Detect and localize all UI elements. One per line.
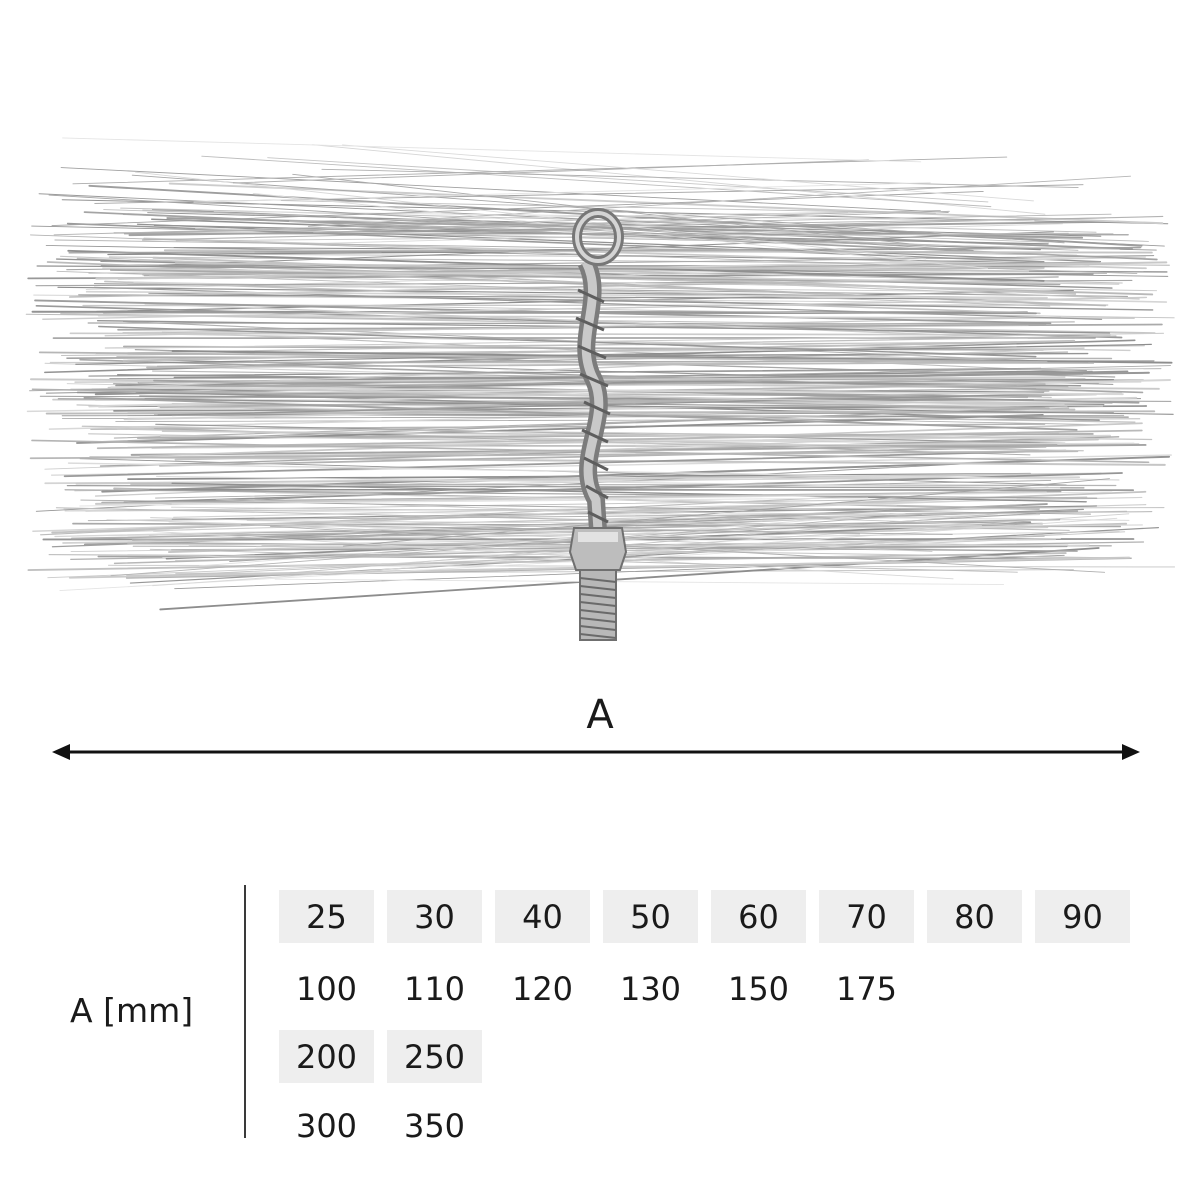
size-row-label: A [mm] bbox=[70, 991, 194, 1030]
size-value: 175 bbox=[835, 969, 898, 1008]
size-value: 25 bbox=[279, 890, 374, 943]
size-value: 30 bbox=[387, 890, 482, 943]
size-value: 60 bbox=[711, 890, 806, 943]
size-value: 300 bbox=[295, 1106, 358, 1145]
size-value: 80 bbox=[927, 890, 1022, 943]
chimney-brush-image bbox=[25, 137, 1176, 641]
size-value: 100 bbox=[295, 969, 358, 1008]
size-value: 50 bbox=[603, 890, 698, 943]
size-value: 110 bbox=[403, 969, 466, 1008]
size-value: 130 bbox=[619, 969, 682, 1008]
size-value: 90 bbox=[1035, 890, 1130, 943]
size-value: 350 bbox=[403, 1106, 466, 1145]
twisted-wire-core bbox=[575, 257, 611, 531]
size-value: 250 bbox=[387, 1030, 482, 1083]
eye-loop bbox=[572, 208, 624, 266]
size-value: 120 bbox=[511, 969, 574, 1008]
table-separator bbox=[244, 885, 246, 1138]
size-value: 40 bbox=[495, 890, 590, 943]
threaded-connector bbox=[568, 527, 628, 641]
dimension-arrow bbox=[52, 744, 1140, 760]
size-value: 200 bbox=[279, 1030, 374, 1083]
size-value: 70 bbox=[819, 890, 914, 943]
dimension-label: A bbox=[586, 692, 614, 738]
size-value: 150 bbox=[727, 969, 790, 1008]
